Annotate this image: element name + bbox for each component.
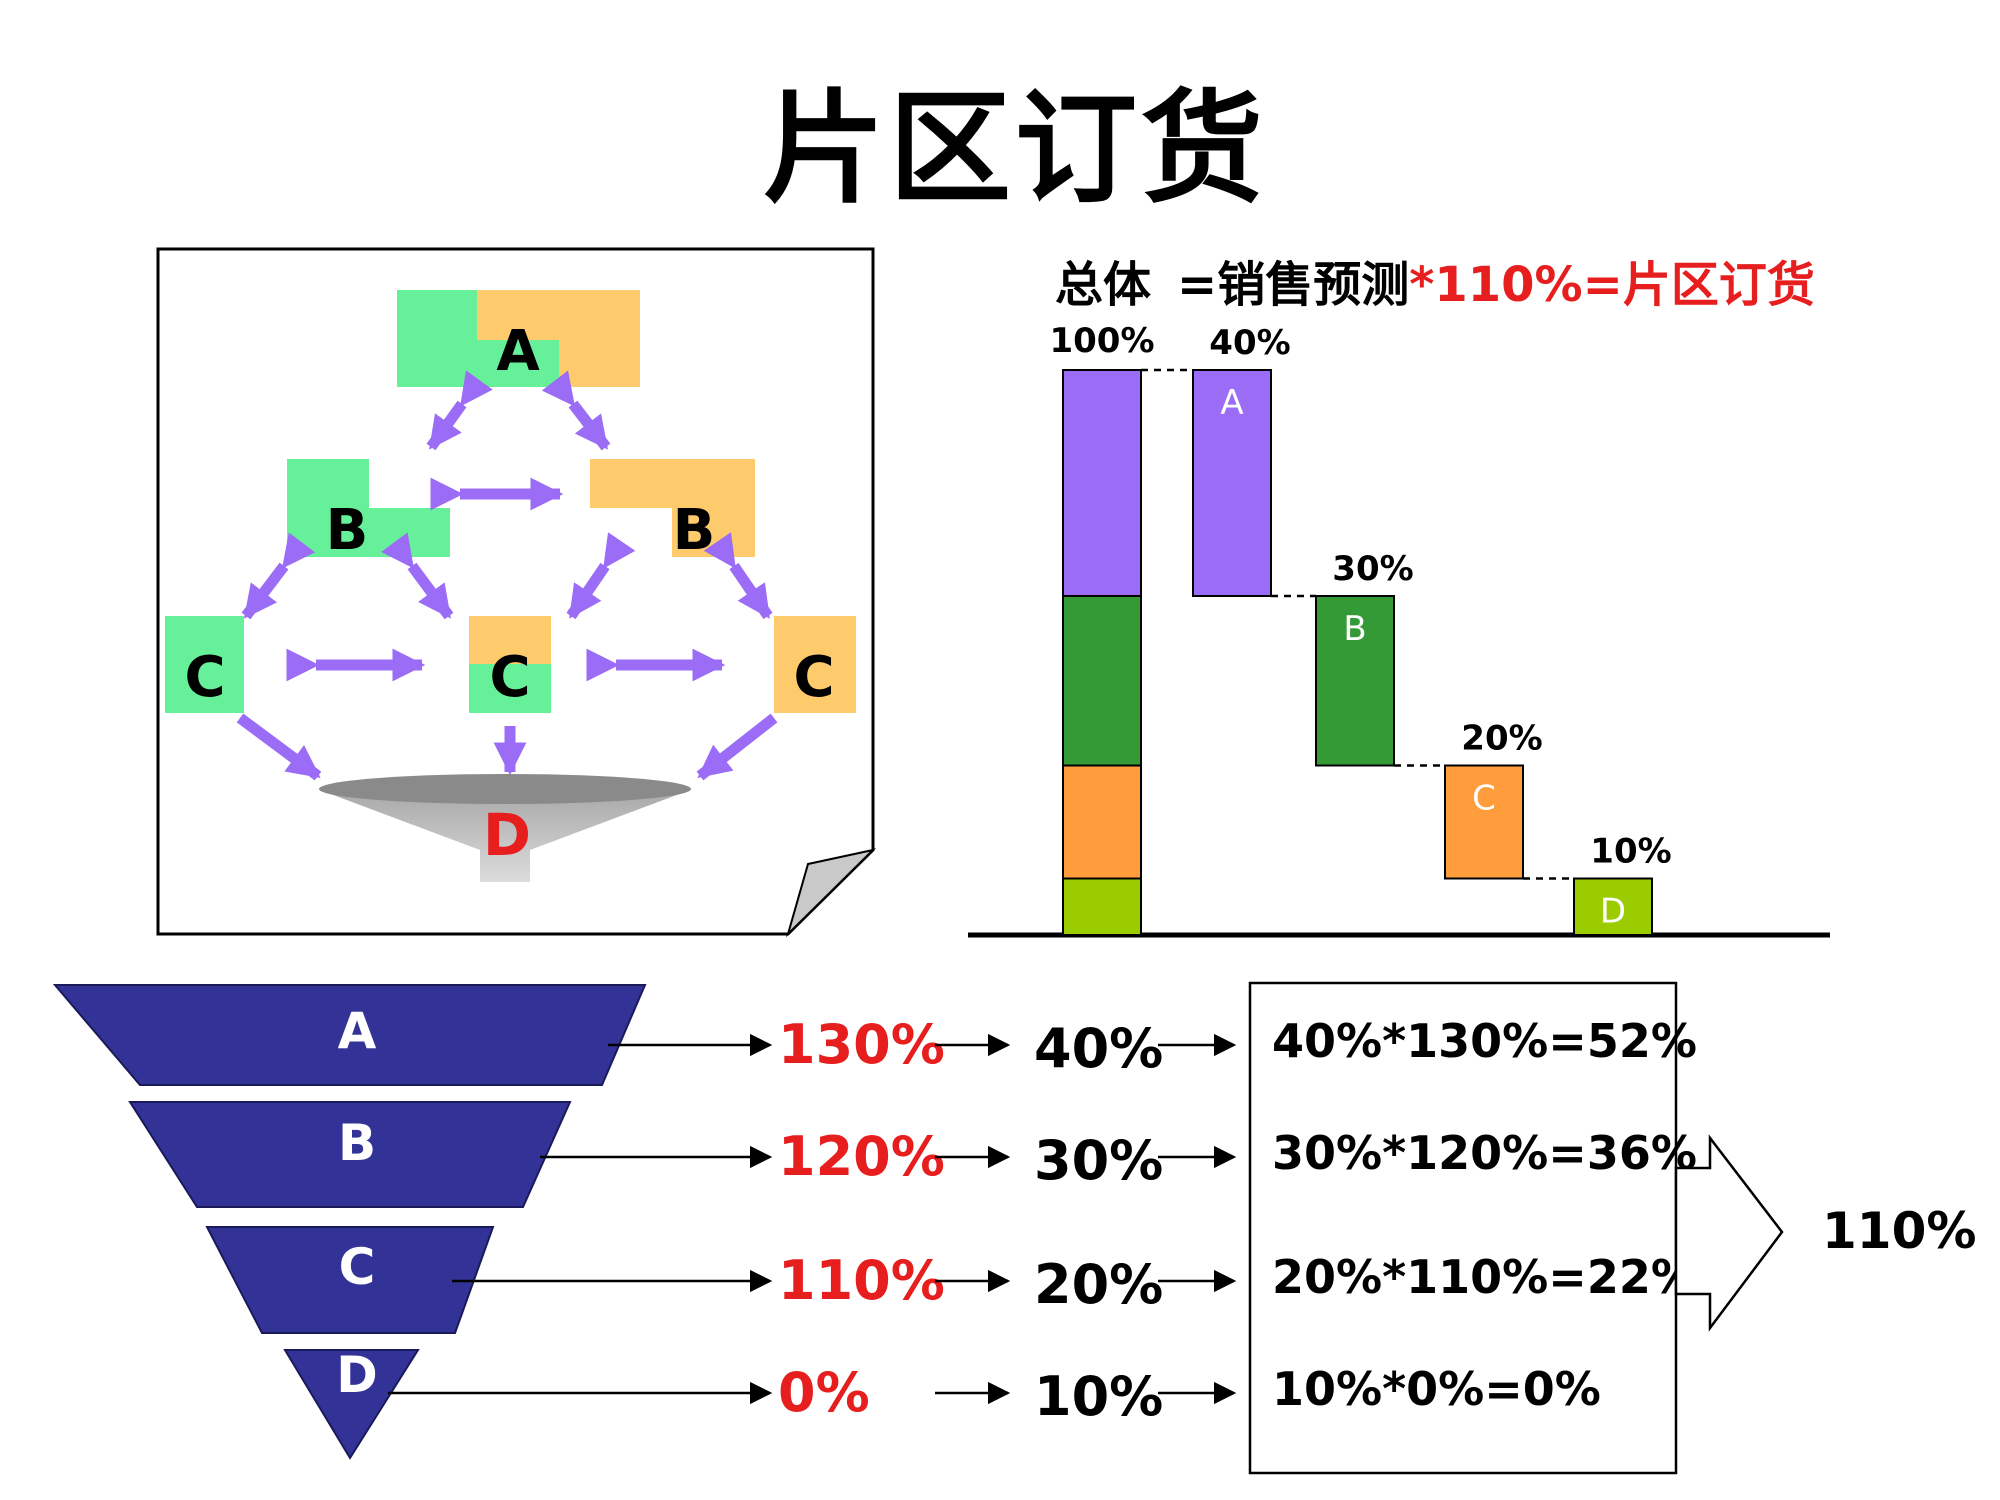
- step-bar-value-b: 30%: [1332, 549, 1413, 589]
- funnel-tier-label-b: B: [338, 1114, 376, 1172]
- weight-a: 130%: [778, 1013, 945, 1076]
- funnel-tier-c: [205, 1226, 495, 1334]
- share-c: 20%: [1034, 1253, 1163, 1316]
- network-arrows: [236, 370, 778, 781]
- weight-d: 0%: [778, 1361, 870, 1424]
- funnel-section: A 130% 40% 40%*130%=52% B 120% 30% 30%*120%=36%…: [52, 981, 1976, 1475]
- weight-b: 120%: [778, 1125, 945, 1188]
- step-bar-value-d: 10%: [1590, 832, 1671, 872]
- step-bar-category-a: A: [1220, 383, 1243, 423]
- node-c-left: C: [165, 616, 244, 713]
- step-bar-value-a: 40%: [1209, 323, 1290, 363]
- waterfall-chart: 100% A 40% B 30% C 20% D 10%: [968, 321, 1830, 938]
- arrow-bl-cm: [381, 532, 454, 620]
- node-c-left-label: C: [184, 645, 225, 710]
- node-b-right-label: B: [673, 498, 716, 563]
- arrow-br-cr: [703, 532, 773, 620]
- arrow-cr-d: [696, 713, 778, 781]
- formula-sales-forecast: =销售预测: [1177, 257, 1410, 313]
- share-b: 30%: [1034, 1129, 1163, 1192]
- step-bar-category-d: D: [1600, 892, 1626, 932]
- sink-funnel: D: [319, 774, 691, 882]
- formula-total-label: 总体: [1055, 257, 1152, 313]
- arrow-cl-d: [236, 713, 322, 781]
- sum-result: 110%: [1822, 1202, 1976, 1260]
- calc-b: 30%*120%=36%: [1272, 1126, 1697, 1180]
- calc-a: 40%*130%=52%: [1272, 1014, 1697, 1068]
- funnel-tier-a: [52, 984, 647, 1086]
- sum-arrow: [1674, 1134, 1784, 1332]
- calc-d: 10%*0%=0%: [1272, 1362, 1601, 1416]
- funnel-tier-d: [283, 1349, 420, 1460]
- funnel-tier-label-c: C: [339, 1238, 376, 1296]
- node-c-middle-label: C: [489, 645, 530, 710]
- total-bar-label: 100%: [1049, 321, 1154, 361]
- step-bar-a: [1192, 369, 1272, 597]
- weight-c: 110%: [778, 1249, 945, 1312]
- node-c-right: C: [774, 616, 856, 713]
- formula-line: 总体 =销售预测*110%=片区订货: [1055, 245, 1815, 315]
- formula-result: *110%=片区订货: [1409, 257, 1815, 313]
- step-bar-b: [1315, 595, 1395, 767]
- node-c-right-label: C: [793, 645, 834, 710]
- page-title: 片区订货: [763, 78, 1267, 220]
- funnel-tier-label-d: D: [336, 1346, 378, 1404]
- step-bar-value-c: 20%: [1461, 719, 1542, 759]
- funnel-tier-label-a: A: [338, 1002, 377, 1060]
- total-segment-b: [1062, 595, 1142, 767]
- arrow-a-b-right: [541, 370, 611, 451]
- total-segment-d: [1062, 877, 1142, 936]
- arrow-bl-cl: [241, 532, 316, 620]
- step-bar-c: [1444, 764, 1524, 880]
- step-bar-category-c: C: [1472, 779, 1496, 819]
- step-bar-d: [1573, 877, 1653, 936]
- funnel-tier-b: [128, 1101, 572, 1208]
- step-bar-category-b: B: [1343, 609, 1366, 649]
- node-a-label: A: [496, 319, 540, 384]
- network-panel: A B B C C C: [156, 247, 877, 938]
- node-c-middle: C: [469, 616, 551, 713]
- arrow-a-b-left: [426, 370, 493, 451]
- node-b-left-label: B: [326, 498, 369, 563]
- share-a: 40%: [1034, 1017, 1163, 1080]
- share-d: 10%: [1034, 1365, 1163, 1428]
- total-segment-c: [1062, 764, 1142, 880]
- calc-c: 20%*110%=22%: [1272, 1250, 1697, 1304]
- node-a: A: [397, 290, 640, 387]
- sink-label: D: [483, 801, 531, 869]
- arrow-br-cm: [566, 532, 636, 620]
- page-curl: [785, 848, 877, 938]
- total-segment-a: [1062, 369, 1142, 597]
